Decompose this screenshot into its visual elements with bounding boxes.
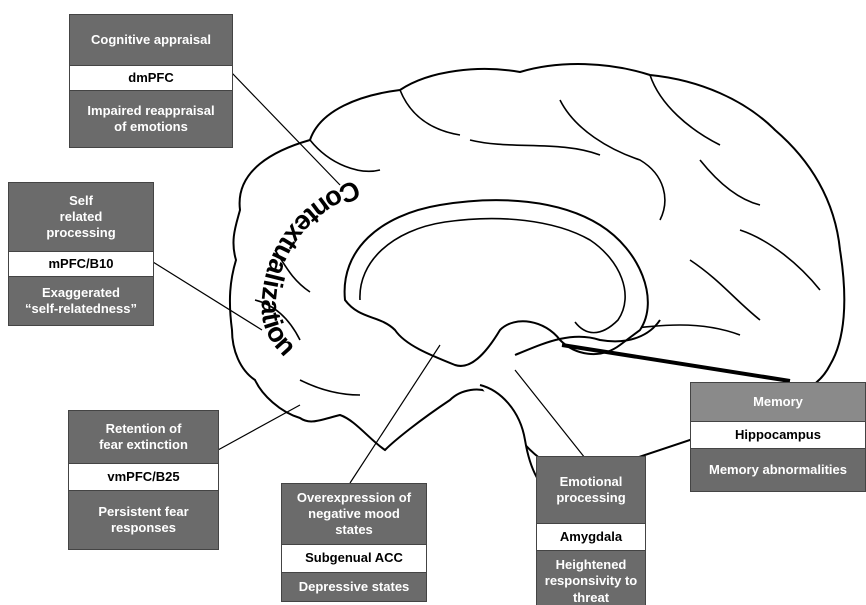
leader-lines [152, 72, 791, 484]
mpfc-function: Self related processing [9, 183, 153, 251]
leader-amygdala [514, 369, 586, 459]
vmpfc-box: Retention of fear extinction vmPFC/B25 P… [68, 410, 219, 550]
acc-region: Subgenual ACC [282, 544, 426, 573]
acc-function: Overexpression of negative mood states [282, 484, 426, 544]
amygdala-region: Amygdala [537, 523, 645, 551]
leader-acc [349, 344, 441, 484]
fornix [514, 319, 661, 356]
dmpfc-region: dmPFC [70, 65, 232, 91]
leader-dmpfc [231, 72, 341, 186]
vmpfc-region: vmPFC/B25 [69, 463, 218, 491]
corpus-callosum [343, 199, 649, 367]
brain-sulci [254, 74, 821, 396]
vmpfc-function: Retention of fear extinction [69, 411, 218, 463]
leader-hippocampus [561, 343, 791, 383]
leader-mpfc [152, 261, 263, 331]
mpfc-dysfunction: Exaggerated “self-relatedness” [9, 277, 153, 325]
hippocampus-dysfunction: Memory abnormalities [691, 449, 865, 491]
callosum-inner [359, 217, 626, 334]
amygdala-dysfunction: Heightened responsivity to threat [537, 551, 645, 605]
acc-dysfunction: Depressive states [282, 573, 426, 601]
amygdala-box: Emotional processing Amygdala Heightened… [536, 456, 646, 605]
mpfc-box: Self related processing mPFC/B10 Exagger… [8, 182, 154, 326]
hippocampus-box: Memory Hippocampus Memory abnormalities [690, 382, 866, 492]
dmpfc-function: Cognitive appraisal [70, 15, 232, 65]
dmpfc-box: Cognitive appraisal dmPFC Impaired reapp… [69, 14, 233, 148]
hippocampus-region: Hippocampus [691, 421, 865, 449]
vmpfc-dysfunction: Persistent fear responses [69, 491, 218, 549]
acc-box: Overexpression of negative mood states S… [281, 483, 427, 602]
mpfc-region: mPFC/B10 [9, 251, 153, 277]
hippocampus-function: Memory [691, 383, 865, 421]
dmpfc-dysfunction: Impaired reappraisal of emotions [70, 91, 232, 147]
amygdala-function: Emotional processing [537, 457, 645, 523]
leader-vmpfc [217, 404, 301, 451]
